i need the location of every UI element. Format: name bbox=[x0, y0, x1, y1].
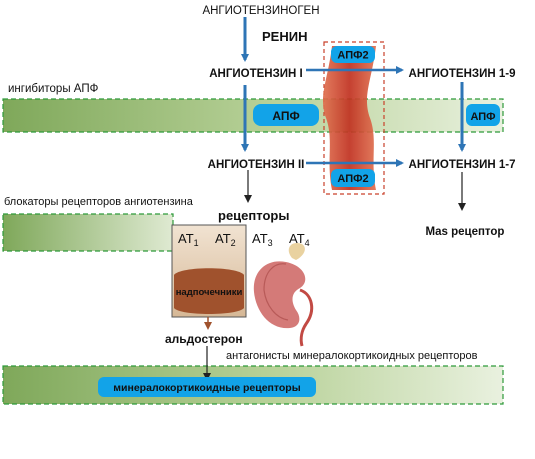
ang19-label: АНГИОТЕНЗИН 1-9 bbox=[409, 68, 516, 80]
svg-text:АПФ2: АПФ2 bbox=[337, 173, 368, 185]
ace2-bottom-pill: АПФ2 bbox=[331, 169, 375, 187]
ang17-label: АНГИОТЕНЗИН 1-7 bbox=[409, 159, 516, 171]
svg-text:АПФ: АПФ bbox=[470, 111, 495, 123]
at4-label: AT4 bbox=[289, 231, 310, 248]
svg-text:минералокортикоидные рецепторы: минералокортикоидные рецепторы bbox=[113, 382, 300, 394]
at3-label: AT3 bbox=[252, 231, 273, 248]
angiotensinogen-label: АНГИОТЕНЗИНОГЕН bbox=[202, 5, 319, 17]
ace2-top-pill: АПФ2 bbox=[331, 46, 375, 63]
ace2-band bbox=[322, 41, 385, 195]
at2-label: AT2 bbox=[215, 231, 236, 248]
arb-label: блокаторы рецепторов ангиотензина bbox=[4, 196, 194, 208]
mas-receptor-label: Mas рецептор bbox=[426, 226, 505, 238]
kidney-icon bbox=[253, 242, 314, 347]
ace-left-pill: АПФ bbox=[253, 104, 319, 126]
renin-label: РЕНИН bbox=[262, 29, 307, 44]
svg-text:АПФ: АПФ bbox=[272, 109, 299, 123]
adrenal-gland bbox=[174, 268, 244, 314]
mineralocorticoid-pill: минералокортикоидные рецепторы bbox=[98, 377, 316, 397]
at1-label: AT1 bbox=[178, 231, 199, 248]
receptor-box bbox=[171, 224, 247, 318]
ace-inhibitors-label: ингибиторы АПФ bbox=[8, 83, 99, 95]
ang1-label: АНГИОТЕНЗИН I bbox=[209, 68, 303, 80]
receptors-label: рецепторы bbox=[218, 208, 289, 223]
aldosterone-label: альдостерон bbox=[165, 332, 243, 346]
adrenal-label: надпочечники bbox=[176, 287, 243, 298]
svg-text:АПФ2: АПФ2 bbox=[337, 50, 368, 62]
arb-bar bbox=[2, 213, 174, 252]
mra-label: антагонисты минералокортикоидных рецепто… bbox=[226, 350, 478, 362]
ace-right-pill: АПФ bbox=[466, 104, 500, 126]
ang2-label: АНГИОТЕНЗИН II bbox=[208, 159, 305, 171]
